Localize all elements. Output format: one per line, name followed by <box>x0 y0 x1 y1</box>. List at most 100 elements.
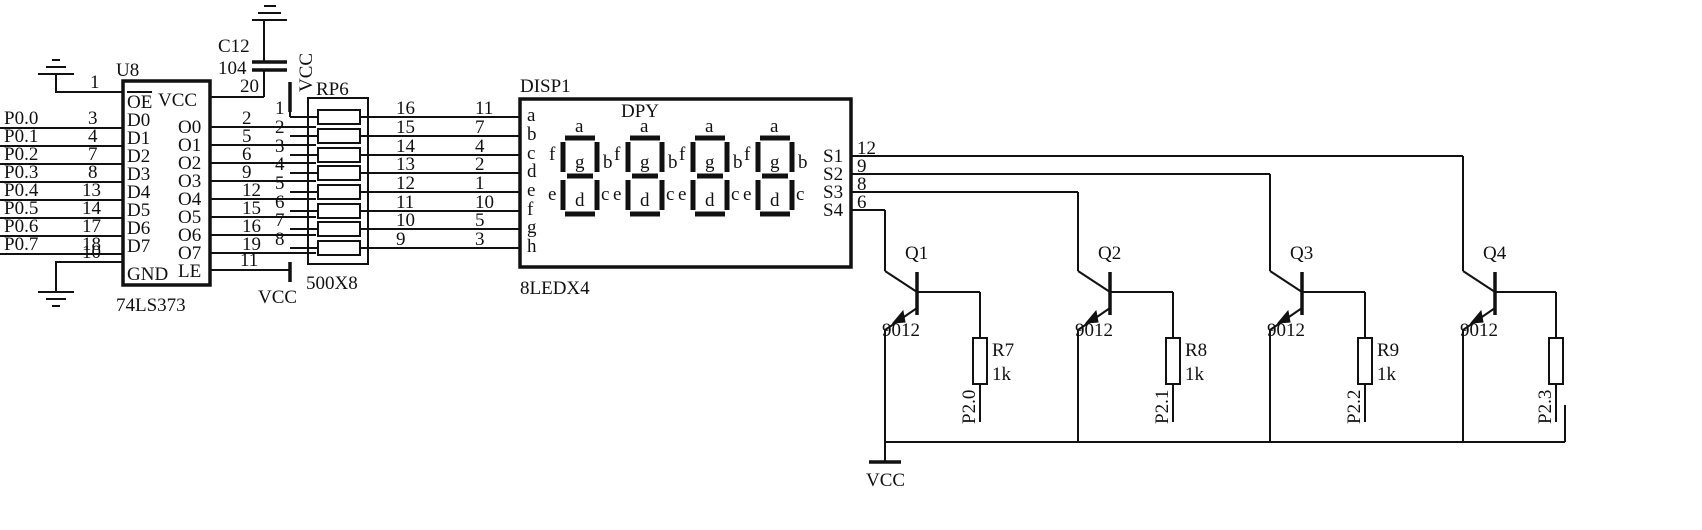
segment-label: f <box>679 144 686 165</box>
pin-name: O3 <box>178 171 201 192</box>
segment-label: f <box>744 144 751 165</box>
disp1-ref: DISP1 <box>520 76 571 97</box>
pin-number: 3 <box>275 136 285 157</box>
segment-label: g <box>705 152 715 173</box>
resistor-element <box>317 165 361 181</box>
segment-label: c <box>796 184 804 205</box>
resistor-element <box>317 147 361 163</box>
wire-gnd <box>55 261 123 292</box>
pin-number: 7 <box>88 144 98 165</box>
pin-name: GND <box>127 264 168 285</box>
pin-number: 9 <box>396 229 406 250</box>
transistor-collector <box>1269 270 1303 293</box>
pin-number: 18 <box>82 234 101 255</box>
pin-name: O4 <box>178 189 202 210</box>
pin-name: O5 <box>178 207 201 228</box>
net-label: P0.3 <box>4 162 38 183</box>
pin-name: S1 <box>823 146 843 167</box>
segment-label: b <box>798 152 808 173</box>
pin-name: OE <box>127 92 152 113</box>
net-label: P0.5 <box>4 198 38 219</box>
pin-name: D1 <box>127 128 150 149</box>
pin-name: O2 <box>178 153 201 174</box>
resistor-ref: R8 <box>1185 340 1207 361</box>
pin-number: 1 <box>475 173 485 194</box>
pin-name: O6 <box>178 225 201 246</box>
segment-label: g <box>640 152 650 173</box>
pin-number: 16 <box>396 98 415 119</box>
net-label: P0.1 <box>4 126 38 147</box>
pin-name: f <box>527 199 534 220</box>
transistor-type: 9012 <box>1460 320 1498 341</box>
disp1-value: 8LEDX4 <box>520 278 590 299</box>
segment-label: e <box>743 184 751 205</box>
resistor-ref: R7 <box>992 340 1014 361</box>
pin-number: 7 <box>275 210 285 231</box>
transistor-collector <box>1462 270 1496 293</box>
segment-label: g <box>575 152 585 173</box>
pin-name: D2 <box>127 146 150 167</box>
pin-number: 2 <box>475 154 485 175</box>
pin-number: 17 <box>82 216 101 237</box>
pin-number: 12 <box>857 138 876 159</box>
pin-name: O0 <box>178 117 201 138</box>
transistor-collector <box>1077 270 1111 293</box>
emitter-arrow <box>1469 309 1484 324</box>
pin-number: 10 <box>82 242 101 263</box>
pin-number: 11 <box>240 250 258 271</box>
pin-number: 6 <box>857 192 867 213</box>
pin-number: 13 <box>396 154 415 175</box>
segment-label: a <box>640 116 649 137</box>
segment-label: a <box>770 116 779 137</box>
pin-name: LE <box>178 261 201 282</box>
resistor-element <box>317 109 361 125</box>
pin-number: 6 <box>242 144 252 165</box>
resistor-element <box>317 203 361 219</box>
resistor-element <box>317 184 361 200</box>
pin-name: e <box>527 180 535 201</box>
pin-number: 5 <box>475 210 485 231</box>
pin-name: D4 <box>127 182 151 203</box>
resistor-body <box>1548 337 1564 385</box>
segment-label: b <box>668 152 678 173</box>
pin-name: O7 <box>178 243 201 264</box>
segment-label: c <box>666 184 674 205</box>
u8-ref: U8 <box>116 60 139 81</box>
segment-label: b <box>603 152 613 173</box>
resistor-body <box>1357 337 1373 385</box>
port-label: P2.0 <box>959 390 980 424</box>
pin-number: 3 <box>88 108 98 129</box>
pin-number: 13 <box>82 180 101 201</box>
pin-name: D7 <box>127 236 150 257</box>
segment-label: e <box>548 184 556 205</box>
pin-number: 8 <box>88 162 98 183</box>
port-label: P2.3 <box>1535 390 1556 424</box>
net-label: P0.0 <box>4 108 38 129</box>
pin-number: 19 <box>242 234 261 255</box>
pin-name: D0 <box>127 110 150 131</box>
disp1-body <box>518 97 853 269</box>
c12-ref: C12 <box>218 36 250 57</box>
pin-number: 8 <box>857 174 867 195</box>
transistor-type: 9012 <box>1075 320 1113 341</box>
segment-label: d <box>640 190 650 211</box>
rp6-value: 500X8 <box>306 273 358 294</box>
pin-name: g <box>527 217 537 238</box>
segment-label: e <box>613 184 621 205</box>
segment-label: f <box>549 144 556 165</box>
pin-number: 3 <box>475 229 485 250</box>
emitter-arrow <box>1276 309 1291 324</box>
pin-name: b <box>527 124 537 145</box>
pin-name: d <box>527 161 537 182</box>
pin-name: S4 <box>823 200 844 221</box>
segment-label: c <box>601 184 609 205</box>
pin-number: 10 <box>475 192 494 213</box>
resistor-value: 1k <box>1185 364 1205 385</box>
emitter-arrow <box>1084 309 1099 324</box>
segment-label: e <box>678 184 686 205</box>
segment-label: b <box>733 152 743 173</box>
pin-number: 5 <box>275 173 285 194</box>
pin-name: O1 <box>178 135 201 156</box>
pin-number: 12 <box>396 173 415 194</box>
